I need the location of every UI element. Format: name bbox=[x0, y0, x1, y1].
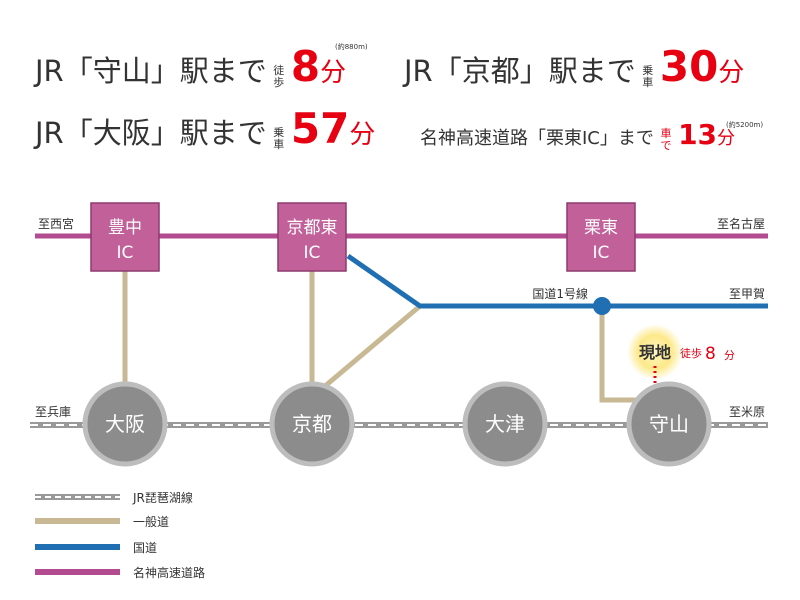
site-walk-value: 8 bbox=[705, 344, 716, 364]
site-label: 現地 bbox=[639, 343, 671, 362]
direction-hyogo: 至兵庫 bbox=[35, 405, 71, 419]
station-moriyama: 守山 bbox=[626, 381, 712, 467]
access-kyoto-value: 30 bbox=[659, 42, 719, 91]
legend-label-national-road: 国道 bbox=[133, 541, 158, 555]
ic-kyotohigashi-line1: 京都東 bbox=[287, 218, 338, 238]
ic-toyonaka: 豊中 IC bbox=[90, 202, 160, 272]
legend-label-jr: JR琵琶湖線 bbox=[133, 491, 193, 505]
access-ritto-ic-mode: 車で bbox=[660, 126, 672, 152]
access-kyoto-mode: 乗車 bbox=[642, 63, 654, 89]
access-osaka-value: 57 bbox=[290, 104, 350, 153]
station-kyoto: 京都 bbox=[269, 381, 355, 467]
access-moriyama: JR「守山」駅まで 徒歩 8分 bbox=[35, 42, 346, 91]
station-osaka: 大阪 bbox=[82, 381, 168, 467]
access-osaka-unit: 分 bbox=[349, 120, 376, 150]
access-ritto-ic-prefix: 名神高速道路「栗東IC」まで bbox=[420, 128, 654, 149]
ic-ritto-line2: IC bbox=[593, 243, 610, 263]
access-kyoto-prefix: JR「京都」駅まで bbox=[404, 54, 636, 88]
access-kyoto-unit: 分 bbox=[718, 58, 745, 88]
access-osaka-prefix: JR「大阪」駅まで bbox=[35, 116, 267, 150]
ic-toyonaka-line1: 豊中 bbox=[108, 218, 142, 238]
direction-maibara: 至米原 bbox=[729, 405, 765, 419]
access-osaka-mode: 乗車 bbox=[273, 125, 285, 151]
station-otsu: 大津 bbox=[462, 381, 548, 467]
access-kyoto: JR「京都」駅まで 乗車 30分 bbox=[404, 42, 744, 91]
access-moriyama-prefix: JR「守山」駅まで bbox=[35, 54, 267, 88]
ic-toyonaka-line2: IC bbox=[117, 243, 134, 263]
access-ritto-ic-unit: 分 bbox=[717, 128, 736, 149]
direction-nagoya: 至名古屋 bbox=[717, 216, 765, 231]
legend bbox=[35, 494, 120, 575]
ic-kyotohigashi: 京都東 IC bbox=[277, 202, 347, 272]
access-moriyama-unit: 分 bbox=[320, 58, 347, 88]
access-ritto-ic-note: (約5200m) bbox=[726, 121, 764, 129]
route1-label: 国道1号線 bbox=[532, 286, 588, 301]
station-moriyama-label: 守山 bbox=[649, 412, 689, 436]
general-road-moriyama bbox=[599, 308, 640, 403]
ic-kyotohigashi-line2: IC bbox=[304, 243, 321, 263]
access-moriyama-value: 8 bbox=[290, 42, 321, 91]
general-road-kyoto-diagonal bbox=[316, 304, 422, 394]
access-moriyama-note: (約880m) bbox=[335, 43, 368, 51]
access-ritto-ic-value: 13 bbox=[678, 118, 718, 151]
legend-label-general-road: 一般道 bbox=[133, 515, 170, 529]
national-road-route1 bbox=[346, 253, 768, 309]
legend-label-expressway: 名神高速道路 bbox=[133, 566, 206, 580]
ic-ritto-line1: 栗東 bbox=[584, 218, 618, 238]
route1-junction bbox=[593, 297, 611, 315]
ic-ritto: 栗東 IC bbox=[566, 202, 636, 272]
direction-nishinomiya: 至西宮 bbox=[38, 216, 74, 231]
access-osaka: JR「大阪」駅まで 乗車 57分 bbox=[35, 104, 375, 153]
station-kyoto-label: 京都 bbox=[292, 412, 332, 436]
site-walk-prefix: 徒歩 bbox=[680, 346, 702, 360]
access-ritto-ic: 名神高速道路「栗東IC」まで 車で 13分 bbox=[420, 118, 735, 152]
site-glow bbox=[627, 324, 683, 380]
station-otsu-label: 大津 bbox=[485, 412, 525, 436]
access-moriyama-mode: 徒歩 bbox=[273, 63, 285, 89]
direction-koka: 至甲賀 bbox=[729, 287, 765, 301]
site-walk-unit: 分 bbox=[724, 349, 735, 362]
station-osaka-label: 大阪 bbox=[105, 412, 145, 436]
